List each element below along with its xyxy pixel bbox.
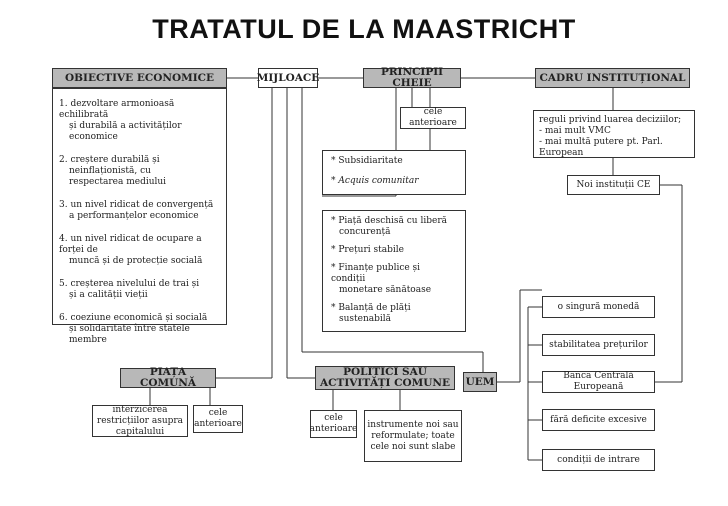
cadru-header-label: CADRU INSTITUȚIONAL [539,71,686,84]
piata-header: PIAȚA COMUNĂ [120,366,216,389]
objective-item-6: 6. coeziune economică și socială și soli… [59,313,208,345]
page-title: TRATATUL DE LA MAASTRICHT [152,14,576,44]
objective-list: 1. dezvoltare armonioasă echilibrată și … [52,88,227,345]
uem-box: UEM [463,372,497,392]
mijloace-box: MIJLOACE [256,68,320,88]
objective-item-4: 4. un nivel ridicat de ocupare a forței … [59,234,203,266]
piata-right: cele anterioare [193,405,243,433]
politici-left: cele anterioare [310,410,357,438]
principii-box2: * Piață deschisă cu liberă concurență * … [322,210,466,332]
objective-header: OBIECTIVE ECONOMICE [52,68,227,88]
uem-label: UEM [465,375,495,388]
objective-item-2: 2. creștere durabilă și neinflaționistă,… [59,155,167,187]
subsidiaritate-text: * Subsidiaritate [331,156,403,166]
principii-header-label: PRINCIPII CHEIE [380,66,444,89]
objective-item-1: 1. dezvoltare armonioasă echilibrată și … [59,99,182,142]
principii-anterioare: cele anterioare [400,107,466,129]
uem-item-2: stabilitatea prețurilor [542,334,655,356]
uem-item-5: condiții de intrare [542,449,655,471]
politici-right: instrumente noi sau reformulate; toate c… [364,410,462,462]
politici-header-label: POLITICI SAU ACTIVITĂȚI COMUNE [320,366,450,389]
objective-header-label: OBIECTIVE ECONOMICE [65,71,214,84]
objective-item-3: 3. un nivel ridicat de convergență a per… [59,200,214,221]
cadru-header: CADRU INSTITUȚIONAL [535,68,690,88]
politici-header: POLITICI SAU ACTIVITĂȚI COMUNE [315,366,455,390]
uem-item-3: Banca Centrală Europeană [542,371,655,393]
mijloace-label: MIJLOACE [256,71,320,84]
cadru-rules: reguli privind luarea deciziilor; - mai … [533,110,695,158]
objective-item-5: 5. creșterea nivelului de trai și și a c… [59,279,200,300]
uem-item-1: o singură monedă [542,296,655,318]
uem-item-4: fără deficite excesive [542,409,655,431]
piata-left: interzicerea restricțiilor asupra capita… [92,405,188,437]
piata-header-label: PIAȚA COMUNĂ [139,366,197,389]
acquis-text: * Acquis comunitar [331,176,419,186]
principii-header: PRINCIPII CHEIE [363,66,461,89]
principii-box1: * Subsidiaritate * Acquis comunitar [322,150,466,195]
noi-institutii: Noi instituții CE [567,175,660,195]
